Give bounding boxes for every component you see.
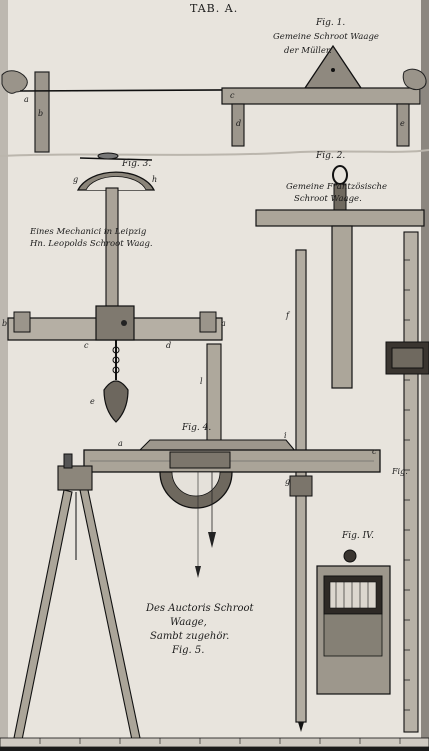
fig1-mill-level-drawing <box>0 44 429 157</box>
fig-iv-box-drawing <box>316 549 391 695</box>
fig4-letter-g: g <box>285 477 291 486</box>
fig2-caption-line1: Gemeine Frantzösische <box>286 182 388 192</box>
fig3-letter-a: a <box>221 319 226 328</box>
fig1-letter-a: a <box>24 95 29 104</box>
graduated-rule-drawing <box>385 231 429 733</box>
fig4-staff-drawing <box>289 249 313 732</box>
fig1-letter-c: c <box>230 91 235 100</box>
fig1-letter-d: d <box>236 119 242 128</box>
fig4-number: Fig. 4. <box>182 423 212 433</box>
fig5-caption-line3: Sambt zugehör. <box>150 631 230 642</box>
fig3-letter-h: h <box>152 175 158 184</box>
right-fig-label: Fig. <box>392 467 408 476</box>
fig4-letter-l: l <box>200 377 203 386</box>
fig1-caption-line2: der Müller. <box>284 46 332 56</box>
fig2-caption-line2: Schroot Waage. <box>294 194 362 204</box>
fig4-letter-f: f <box>286 311 289 320</box>
plate-title: TAB. A. <box>190 2 239 15</box>
fig4-letter-i: i <box>284 431 287 440</box>
fig3-number: Fig. 3. <box>122 159 152 169</box>
fig1-number: Fig. 1. <box>316 18 346 28</box>
fig4-letter-a: a <box>118 439 123 448</box>
fig1-letter-b: b <box>38 109 44 118</box>
fig1-letter-e: e <box>400 119 405 128</box>
fig5-caption-line1: Des Auctoris Schroot <box>146 603 254 614</box>
fig3-caption-line2: Hn. Leopolds Schroot Waag. <box>30 239 153 249</box>
fig3-caption-line1: Eines Mechanici in Leipzig <box>30 227 147 237</box>
fig3-letter-c: c <box>84 341 89 350</box>
fig2-french-level-drawing <box>255 165 425 389</box>
fig3-leopold-level-drawing <box>7 152 223 423</box>
fig3-letter-g: g <box>73 175 79 184</box>
fig5-number: Fig. 5. <box>172 645 205 656</box>
fig3-letter-d: d <box>166 341 172 350</box>
fig4-letter-c: c <box>372 447 377 456</box>
fig-iv-number: Fig. IV. <box>342 531 374 541</box>
fig2-number: Fig. 2. <box>316 151 346 161</box>
fig3-letter-b: b <box>2 319 8 328</box>
fig5-caption-line2: Waage, <box>170 617 207 628</box>
fig1-caption-line1: Gemeine Schroot Waage <box>273 32 379 42</box>
fig5-author-level-drawing <box>13 343 381 741</box>
fig3-letter-e: e <box>90 397 95 406</box>
